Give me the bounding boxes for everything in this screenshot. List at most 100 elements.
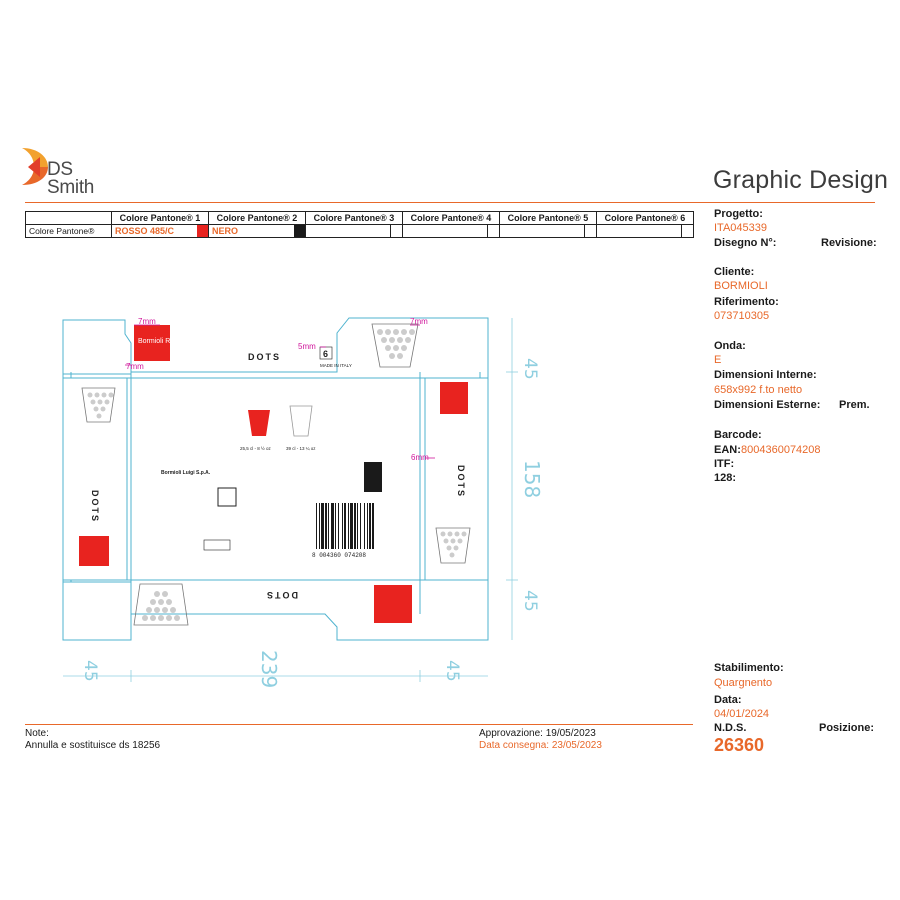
barcode-bar — [369, 503, 371, 549]
prem-label: Prem. — [839, 399, 870, 411]
riferimento-value: 073710305 — [714, 310, 770, 322]
barcode-label: Barcode: — [714, 429, 762, 441]
approvazione-text: Approvazione: 19/05/2023 — [479, 728, 596, 739]
dim-int-label: Dimensioni Interne: — [714, 369, 817, 381]
margin-label-top-right: 7mm — [410, 317, 428, 326]
brand-square-bottom — [374, 585, 412, 623]
stabilimento-label: Stabilimento: — [714, 662, 784, 674]
posizione-label: Posizione: — [819, 722, 875, 734]
revisione-label: Revisione: — [821, 237, 877, 249]
footer-divider — [25, 724, 693, 725]
logo-line-1: DS — [47, 159, 73, 180]
logo-line-2: Smith — [47, 177, 95, 198]
progetto-value: ITA045339 — [714, 222, 768, 234]
margin-label-right: 6mm — [411, 453, 429, 462]
red-cup-illustration — [248, 410, 270, 436]
itf-label: ITF: — [714, 458, 735, 470]
product-name-bottom: DOTS — [265, 590, 298, 600]
pantone-col-2-cell: NERO — [208, 224, 306, 238]
pantone-col-1-cell: ROSSO 485/C — [111, 224, 209, 238]
barcode-bar — [344, 503, 346, 549]
pantone-col-1-value: ROSSO 485/C — [115, 226, 175, 236]
dim-left: 45 — [80, 660, 100, 682]
dim-right: 45 — [442, 660, 462, 682]
onda-label: Onda: — [714, 340, 746, 352]
company-name: Bormioli Luigi S.p.A. — [161, 470, 211, 476]
barcode-bar — [321, 503, 324, 549]
pantone-col-3-cell — [305, 224, 403, 238]
brand-square-right — [440, 382, 468, 414]
margin-label-center: 5mm — [298, 342, 316, 351]
note-text: Annulla e sostituisce ds 18256 — [25, 740, 161, 751]
barcode-bar — [350, 503, 353, 549]
black-label — [364, 462, 382, 492]
clear-cup-illustration — [289, 405, 313, 437]
dim-bottom-flap: 45 — [520, 590, 540, 612]
qty-value: 6 — [323, 349, 328, 359]
ean-label: EAN: — [714, 444, 741, 456]
pantone-swatch-black — [294, 225, 305, 237]
barcode-bar — [316, 503, 317, 549]
barcode-bar — [331, 503, 334, 549]
ean-digits: 8 004360 074208 — [312, 552, 366, 559]
ean-barcode — [316, 503, 374, 549]
barcode-bar — [335, 503, 336, 549]
barcode-bar — [338, 503, 339, 549]
ds-smith-logo-mark — [22, 148, 48, 185]
cliente-value: BORMIOLI — [714, 280, 768, 292]
dim-width: 239 — [257, 650, 281, 688]
note-label: Note: — [25, 728, 49, 739]
riferimento-label: Riferimento: — [714, 296, 779, 308]
nds-value: 26360 — [714, 735, 765, 755]
pantone-value-row: Colore Pantone® ROSSO 485/C NERO — [25, 224, 694, 238]
product-name-top: DOTS — [248, 352, 281, 362]
barcode-bar — [364, 503, 365, 549]
progetto-label: Progetto: — [714, 208, 763, 220]
barcode-bar — [357, 503, 358, 549]
brand-square-text: Bormioli Rocco — [138, 338, 185, 345]
barcode-bar — [328, 503, 329, 549]
barcode-bar — [367, 503, 368, 549]
dimension-lines — [63, 318, 518, 682]
phone-box — [203, 539, 231, 551]
pantone-table: Colore Pantone® 1 Colore Pantone® 2 Colo… — [25, 211, 694, 238]
dim-top-flap: 45 — [520, 358, 540, 380]
pantone-col-2-value: NERO — [212, 226, 239, 236]
dim-int-value: 658x992 f.to netto — [714, 384, 803, 396]
cliente-label: Cliente: — [714, 266, 755, 278]
barcode-bar — [348, 503, 349, 549]
side-cup-illustrations — [81, 323, 471, 626]
stabilimento-value: Quargnento — [714, 677, 773, 689]
margin-markers — [125, 324, 435, 459]
data-value: 04/01/2024 — [714, 708, 770, 720]
product-name-right: DOTS — [456, 465, 466, 498]
barcode-bar — [360, 503, 361, 549]
barcode-bar — [342, 503, 343, 549]
code128-label: 128: — [714, 472, 737, 484]
product-name-left: DOTS — [90, 490, 100, 523]
barcode-bar — [325, 503, 327, 549]
cup-dots — [87, 329, 467, 621]
disegno-label: Disegno N°: — [714, 237, 777, 249]
barcode-bar — [354, 503, 356, 549]
brand-square-left — [79, 536, 109, 566]
margin-label-top-left: 7mm — [138, 317, 156, 326]
onda-value: E — [714, 354, 722, 366]
dim-height: 158 — [520, 460, 544, 498]
dieline-outline — [62, 317, 489, 641]
header-divider — [25, 202, 875, 203]
barcode-bar — [319, 503, 320, 549]
brand-logo-squares — [79, 325, 468, 623]
barcode-bar — [372, 503, 374, 549]
pantone-col-6-cell — [596, 224, 694, 238]
brand-square-top-left — [134, 325, 170, 361]
page-title: Graphic Design — [713, 166, 889, 194]
pantone-swatch-red — [197, 225, 208, 237]
ds-smith-logo: DS Smith — [20, 145, 100, 198]
data-label: Data: — [714, 694, 742, 706]
ean-value: 8004360074208 — [741, 444, 821, 456]
nds-label: N.D.S. — [714, 722, 747, 734]
brand-text-1: Bormioli Rocco — [138, 338, 185, 345]
consegna-text: Data consegna: 23/05/2023 — [479, 740, 602, 751]
